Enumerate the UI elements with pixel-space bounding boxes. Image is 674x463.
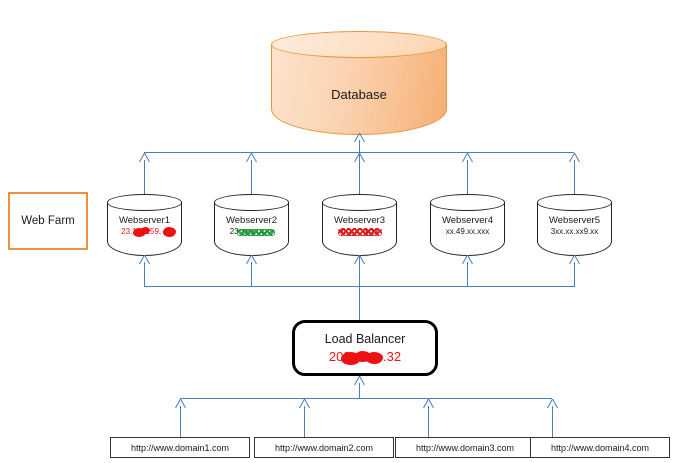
connector-ws1-to-bus	[144, 160, 145, 198]
webserver-node-3[interactable]: Webserver3 xx.xx.xx.xx	[322, 194, 397, 256]
webserver-ip: xx.49.xx.xxx	[445, 227, 490, 236]
load-balancer-ip: 208. .32	[328, 349, 402, 364]
webserver-cylinder-top	[322, 194, 397, 211]
connector-bus-to-loadbalancer	[359, 383, 360, 399]
webserver-ip: xx.xx.xx.xx	[340, 227, 379, 236]
webserver-name: Webserver4	[441, 215, 494, 226]
webserver-node-2[interactable]: Webserver2 23.xx.xxx.xx	[214, 194, 289, 256]
connector-bus-to-ws1	[144, 262, 145, 287]
arrowhead-into-ws1	[139, 255, 150, 265]
connector-ws5-to-bus	[574, 160, 575, 198]
arrowhead-into-ws4	[462, 255, 473, 265]
bus-domains-to-loadbalancer	[180, 398, 552, 399]
webserver-cylinder-top	[430, 194, 505, 211]
connector-domain4-to-bus	[552, 406, 553, 438]
webserver-node-1[interactable]: Webserver1 23.1 .159.	[107, 194, 182, 256]
domain-url: http://www.domain2.com	[274, 442, 374, 453]
database-node[interactable]: Database	[271, 31, 447, 135]
web-farm-label: Web Farm	[21, 215, 75, 227]
connector-domain2-to-bus	[304, 406, 305, 438]
connector-domain1-to-bus	[180, 406, 181, 438]
webserver-cylinder-top	[107, 194, 182, 211]
arrowhead-ws1-up	[139, 153, 150, 163]
domain-box-1[interactable]: http://www.domain1.com	[110, 437, 250, 458]
arrowhead-into-ws5	[569, 255, 580, 265]
arrowhead-ws3-up	[354, 153, 365, 163]
load-balancer-title: Load Balancer	[324, 332, 406, 346]
connector-bus-to-database	[359, 140, 360, 153]
webserver-name: Webserver3	[333, 215, 386, 226]
domain-url: http://www.domain1.com	[130, 442, 230, 453]
arrowhead-into-ws3	[354, 255, 365, 265]
webserver-name: Webserver2	[225, 215, 278, 226]
arrowhead-ws5-up	[569, 153, 580, 163]
webserver-node-4[interactable]: Webserver4 xx.49.xx.xxx	[430, 194, 505, 256]
arrowhead-domain4-up	[547, 399, 558, 409]
arrowhead-domain3-up	[423, 399, 434, 409]
domain-box-3[interactable]: http://www.domain3.com	[395, 437, 535, 458]
arrowhead-into-loadbalancer	[354, 376, 365, 386]
arrowhead-into-ws2	[246, 255, 257, 265]
arrowhead-domain1-up	[175, 399, 186, 409]
arrowhead-ws2-up	[246, 153, 257, 163]
domain-box-4[interactable]: http://www.domain4.com	[530, 437, 670, 458]
connector-bus-to-ws5	[574, 262, 575, 287]
webserver-node-5[interactable]: Webserver5 3xx.xx.xx9.xx	[537, 194, 612, 256]
connector-ws2-to-bus	[251, 160, 252, 198]
web-farm-label-box: Web Farm	[8, 192, 88, 250]
domain-box-2[interactable]: http://www.domain2.com	[254, 437, 394, 458]
domain-url: http://www.domain4.com	[550, 442, 650, 453]
webserver-cylinder-body	[430, 202, 505, 256]
connector-ws4-to-bus	[467, 160, 468, 198]
webserver-cylinder-top	[537, 194, 612, 211]
connector-domain3-to-bus	[428, 406, 429, 438]
connector-bus-to-ws3	[359, 255, 360, 320]
arrowhead-domain2-up	[299, 399, 310, 409]
load-balancer-node[interactable]: Load Balancer 208. .32	[292, 320, 438, 376]
arrowhead-ws4-up	[462, 153, 473, 163]
database-label: Database	[331, 87, 387, 102]
webserver-name: Webserver1	[118, 215, 171, 226]
webserver-name: Webserver5	[548, 215, 601, 226]
database-cylinder-body	[271, 44, 447, 135]
arrowhead-to-database	[354, 133, 365, 143]
webserver-ip: 23.1 .159.	[121, 227, 168, 236]
webserver-cylinder-top	[214, 194, 289, 211]
connector-bus-to-ws2	[251, 262, 252, 287]
connector-ws3-to-bus	[359, 153, 360, 198]
domain-url: http://www.domain3.com	[415, 442, 515, 453]
webserver-ip: 23.xx.xxx.xx	[229, 227, 274, 236]
database-cylinder-top	[271, 31, 447, 58]
connector-bus-to-ws4	[467, 262, 468, 287]
webserver-ip: 3xx.xx.xx9.xx	[550, 227, 599, 236]
bus-webservers-to-database	[144, 152, 574, 153]
